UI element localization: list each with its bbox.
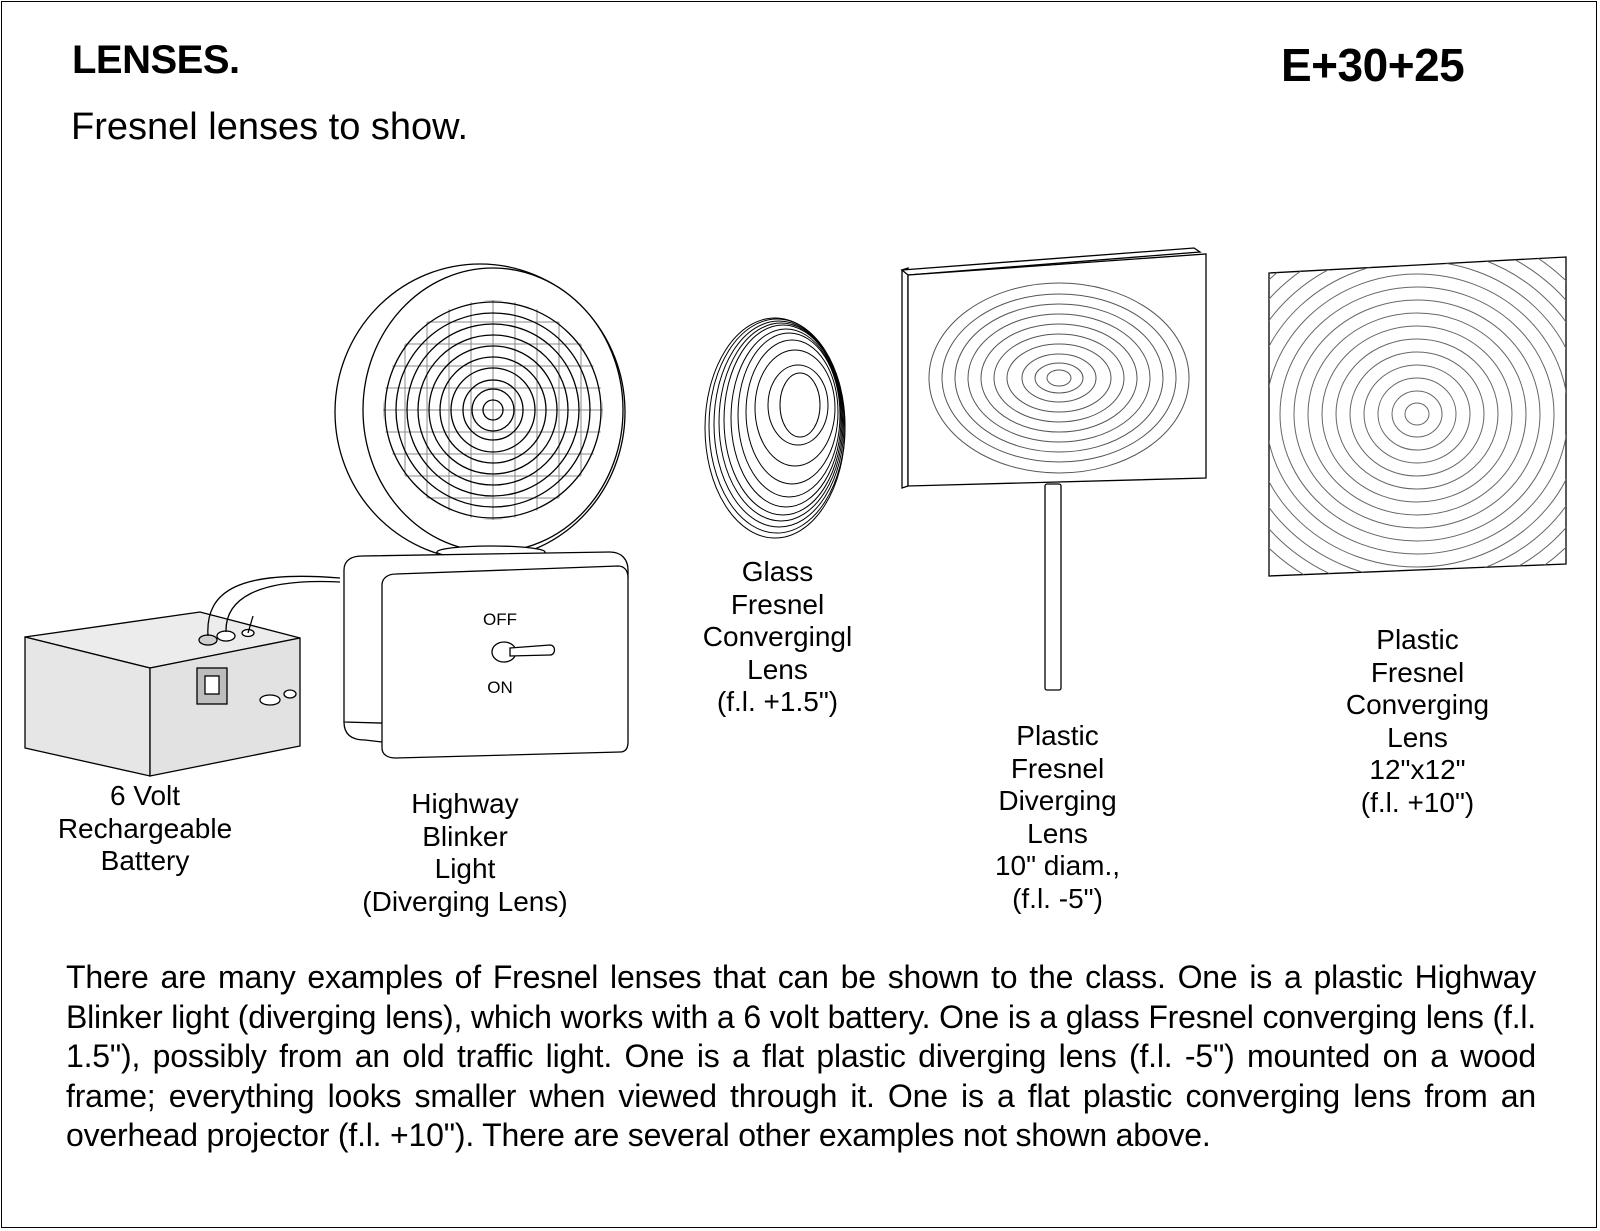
battery-label: 6 Volt Rechargeable Battery <box>57 780 233 876</box>
plastic-diverging-lens-icon <box>900 247 1207 691</box>
description-paragraph: There are many examples of Fresnel lense… <box>66 959 1536 1153</box>
glass-lens-label: Glass Fresnel Convergingl Lens (f.l. +1.… <box>702 556 853 717</box>
glass-fresnel-lens-icon <box>704 317 846 539</box>
switch-on-label: ON <box>487 678 513 697</box>
converging-lens-label: Plastic Fresnel Converging Lens 12"x12" … <box>1345 624 1490 818</box>
lenses-illustration: OFF ON <box>24 247 1567 777</box>
plastic-converging-lens-icon <box>1268 256 1567 577</box>
page-title: LENSES. <box>72 38 240 82</box>
page-subtitle: Fresnel lenses to show. <box>71 106 469 148</box>
switch-off-label: OFF <box>483 610 517 629</box>
page-code: E+30+25 <box>1281 39 1465 91</box>
highway-blinker-icon <box>334 263 629 759</box>
blinker-label: Highway Blinker Light (Diverging Lens) <box>362 788 568 917</box>
battery-icon <box>24 611 301 777</box>
diverging-lens-label: Plastic Fresnel Diverging Lens 10" diam.… <box>994 720 1121 914</box>
wire-icon <box>207 575 341 637</box>
